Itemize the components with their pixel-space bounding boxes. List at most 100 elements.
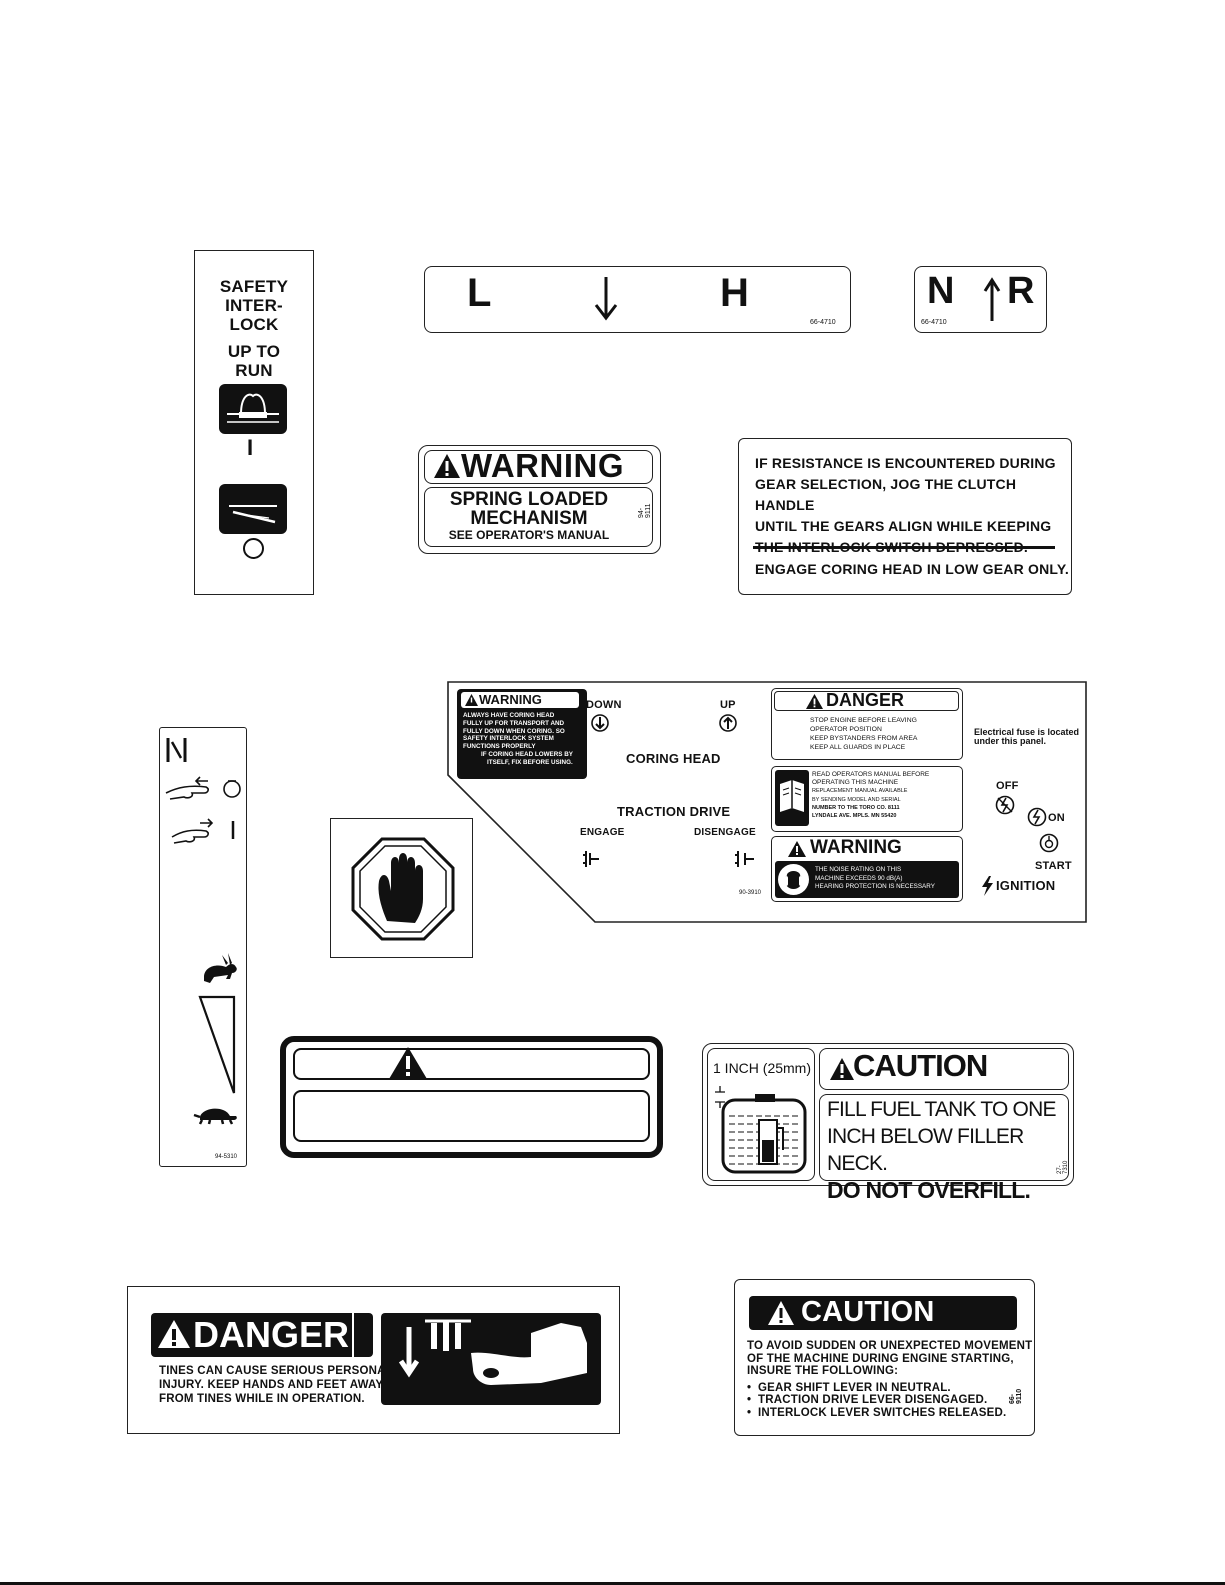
hand-push-choke-icon <box>170 815 244 845</box>
panel-noise-line3: HEARING PROTECTION IS NECESSARY <box>815 883 935 890</box>
ignition-on-icon <box>1027 807 1047 827</box>
panel-on-label: ON <box>1048 812 1065 824</box>
disengage-clutch-icon <box>734 849 756 869</box>
fuel-tank-icon <box>711 1080 811 1176</box>
panel-warning-line1: ALWAYS HAVE CORING HEAD <box>463 712 555 719</box>
rabbit-fast-icon <box>198 953 240 985</box>
hand-on-lever-icon <box>219 384 287 434</box>
panel-warning-box: WARNING ALWAYS HAVE CORING HEAD FULLY UP… <box>457 689 587 779</box>
throttle-part-number: 94-5310 <box>215 1154 238 1160</box>
lightning-bolt-icon <box>980 876 994 896</box>
panel-engage-label: ENGAGE <box>580 827 625 838</box>
start-caution-line2: OF THE MACHINE DURING ENGINE STARTING, <box>747 1352 1014 1365</box>
start-caution-line1: TO AVOID SUDDEN OR UNEXPECTED MOVEMENT <box>747 1340 1033 1352</box>
gear-resistance-decal: IF RESISTANCE IS ENCOUNTERED DURING GEAR… <box>738 438 1072 595</box>
spring-warning-header: WARNING <box>461 447 624 484</box>
warning-triangle-icon <box>388 1046 428 1080</box>
interlock-on-symbol: I <box>247 435 254 460</box>
hand-pull-choke-icon <box>164 773 244 807</box>
panel-manual-box: READ OPERATORS MANUAL BEFORE OPERATING T… <box>771 766 963 832</box>
ignition-off-icon <box>995 795 1015 815</box>
throttle-decal: 94-5310 <box>159 727 247 1167</box>
up-arrow-circle-icon <box>719 714 737 732</box>
fuel-line3: DO NOT OVERFILL. <box>827 1177 1031 1203</box>
start-caution-bullet1: • GEAR SHIFT LEVER IN NEUTRAL. <box>747 1381 951 1394</box>
fuel-line2: INCH BELOW FILLER NECK. <box>827 1125 1024 1175</box>
spring-warning-body-box <box>424 487 653 547</box>
panel-down-label: DOWN <box>586 699 622 711</box>
stop-hand-icon <box>351 837 455 941</box>
interlock-line3: LOCK <box>229 315 279 334</box>
page-bottom-rule <box>0 1582 1225 1585</box>
panel-start-label: START <box>1035 860 1072 872</box>
fuel-caution-header: CAUTION <box>853 1048 988 1083</box>
tines-danger-header: DANGER <box>193 1314 350 1355</box>
start-caution-bullet3: • INTERLOCK LEVER SWITCHES RELEASED. <box>747 1406 1007 1419</box>
panel-noise-line1: THE NOISE RATING ON THIS <box>815 866 902 873</box>
panel-traction-drive-label: TRACTION DRIVE <box>617 804 731 819</box>
panel-up-label: UP <box>720 699 736 711</box>
panel-warning-line3: FULLY DOWN WHEN CORING. SO <box>463 727 565 735</box>
panel-manual-line2: OPERATING THIS MACHINE <box>812 779 899 787</box>
caution-triangle-icon <box>829 1057 855 1081</box>
panel-off-label: OFF <box>996 780 1019 792</box>
gear-reverse-label: R <box>1007 270 1035 312</box>
spring-line2: MECHANISM <box>470 508 588 529</box>
resistance-line3: UNTIL THE GEARS ALIGN WHILE KEEPING <box>755 518 1052 534</box>
panel-manual-line3: REPLACEMENT MANUAL AVAILABLE <box>812 788 908 795</box>
down-arrow-circle-icon <box>591 714 609 732</box>
gear-low-high-decal: L H 66-4710 <box>424 266 851 333</box>
lever-released-icon <box>219 484 287 534</box>
tines-danger-decal: DANGER TINES CAN CAUSE SERIOUS PERSONAL … <box>127 1286 620 1434</box>
bullet1-text: GEAR SHIFT LEVER IN NEUTRAL. <box>758 1381 951 1394</box>
gear-neutral-label: N <box>927 270 955 312</box>
interlock-line1: SAFETY <box>219 277 289 296</box>
panel-fuse-line1: Electrical fuse is located <box>974 727 1080 737</box>
panel-noise-header: WARNING <box>810 837 902 858</box>
panel-disengage-label: DISENGAGE <box>694 827 756 838</box>
resistance-line1: IF RESISTANCE IS ENCOUNTERED DURING <box>755 455 1056 471</box>
stop-hand-decal <box>330 818 473 958</box>
start-caution-decal: CAUTION TO AVOID SUDDEN OR UNEXPECTED MO… <box>734 1279 1035 1436</box>
panel-manual-line1: READ OPERATORS MANUAL BEFORE <box>812 771 930 778</box>
spring-line3: SEE OPERATOR'S MANUAL <box>448 528 610 542</box>
gear-low-label: L <box>467 271 492 315</box>
danger-triangle-icon <box>157 1319 191 1349</box>
hearing-protection-icon <box>778 864 809 895</box>
control-panel-decal: WARNING ALWAYS HAVE CORING HEAD FULLY UP… <box>447 681 1087 924</box>
turtle-slow-icon <box>192 1100 240 1126</box>
spring-warning-header-box <box>424 450 653 484</box>
ignition-start-icon <box>1039 833 1059 853</box>
warning-triangle-icon <box>433 453 461 479</box>
fuel-caution-decal: 1 INCH (25mm) CAUTION FILL FUEL TANK TO … <box>702 1043 1074 1203</box>
start-caution-line3: INSURE THE FOLLOWING: <box>747 1365 899 1377</box>
caution-triangle-icon <box>767 1300 795 1326</box>
panel-part-number: 90-3910 <box>739 890 762 896</box>
tines-line3: FROM TINES WHILE IN OPERATION. <box>159 1393 365 1405</box>
panel-manual-line4: BY SENDING MODEL AND SERIAL <box>812 796 901 803</box>
interlock-line4: UP TO <box>227 342 281 361</box>
spring-part-number: 94-9111 <box>638 503 652 518</box>
bullet2-text: TRACTION DRIVE LEVER DISENGAGED. <box>758 1394 988 1406</box>
warning-triangle-icon <box>788 841 806 857</box>
panel-danger-line1: STOP ENGINE BEFORE LEAVING <box>810 717 917 724</box>
panel-danger-line2: OPERATOR POSITION <box>810 726 882 733</box>
danger-triangle-icon <box>806 694 823 709</box>
start-caution-header: CAUTION <box>801 1296 935 1328</box>
up-arrow-icon <box>983 277 1001 323</box>
bullet3-text: INTERLOCK LEVER SWITCHES RELEASED. <box>758 1406 1007 1419</box>
gear-nr-part-number: 66-4710 <box>921 319 947 326</box>
spring-line1: SPRING LOADED <box>449 489 609 510</box>
panel-warning-line7: ITSELF, FIX BEFORE USING. <box>487 758 573 766</box>
down-arrow-icon <box>593 275 619 321</box>
warning-triangle-icon <box>465 694 478 706</box>
engage-clutch-icon <box>581 849 601 869</box>
start-caution-bullet2: • TRACTION DRIVE LEVER DISENGAGED. <box>747 1394 988 1406</box>
fuel-inch-label: 1 INCH (25mm) <box>713 1060 812 1076</box>
tines-line1: TINES CAN CAUSE SERIOUS PERSONAL <box>159 1365 393 1377</box>
panel-danger-box: DANGER STOP ENGINE BEFORE LEAVING OPERAT… <box>771 688 963 760</box>
gear-hl-part-number: 66-4710 <box>810 319 836 326</box>
spring-loaded-warning-decal: WARNING SPRING LOADED MECHANISM SEE OPER… <box>418 445 661 554</box>
panel-warning-line2: FULLY UP FOR TRANSPORT AND <box>463 719 565 727</box>
panel-warning-header: WARNING <box>479 692 542 707</box>
